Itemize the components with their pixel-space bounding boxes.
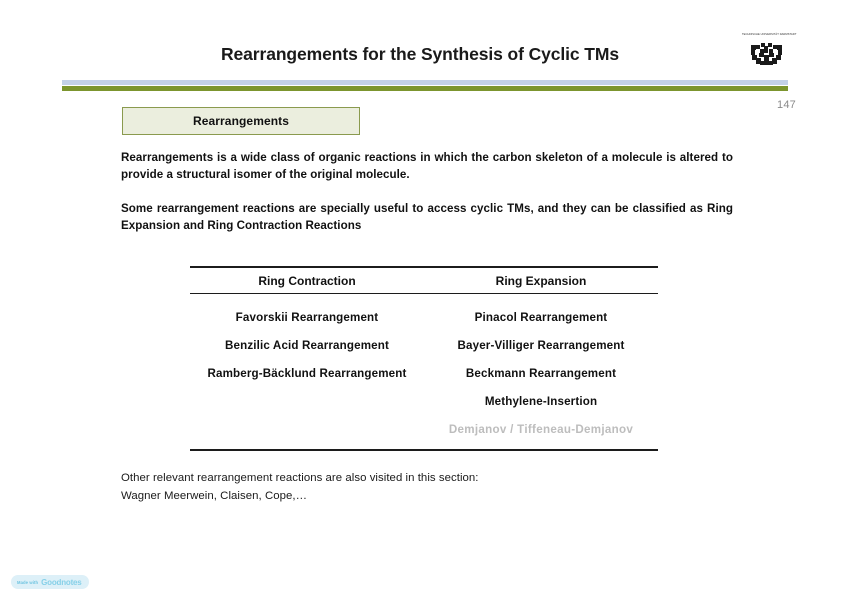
- page-title: Rearrangements for the Synthesis of Cycl…: [220, 44, 619, 64]
- table-row: Demjanov / Tiffeneau-Demjanov: [190, 415, 658, 443]
- section-heading-box: Rearrangements: [122, 107, 360, 135]
- page-number: 147: [777, 99, 796, 111]
- footer-note: Other relevant rearrangement reactions a…: [121, 469, 681, 505]
- header-rule-blue: [62, 80, 788, 85]
- logo-caption: TECHNISCHE UNIVERSITÄT DARMSTADT: [742, 33, 797, 36]
- cell-ring-expansion: Methylene-Insertion: [484, 394, 598, 408]
- cell-ring-contraction: Favorskii Rearrangement: [235, 310, 379, 324]
- cell-ring-expansion: Demjanov / Tiffeneau-Demjanov: [448, 422, 634, 436]
- footer-note-line-2: Wagner Meerwein, Claisen, Cope,…: [121, 490, 308, 502]
- table-header-row: Ring Contraction Ring Expansion: [190, 268, 658, 293]
- cell-ring-expansion: Bayer-Villiger Rearrangement: [457, 338, 625, 352]
- cell-ring-expansion: Pinacol Rearrangement: [474, 310, 608, 324]
- table-rule-middle: [190, 293, 658, 294]
- cell-ring-contraction: Benzilic Acid Rearrangement: [224, 338, 390, 352]
- tu-darmstadt-logo-icon: [750, 41, 784, 71]
- section-heading-label: Rearrangements: [192, 114, 290, 128]
- watermark-brand-label: Goodnotes: [41, 577, 82, 587]
- paragraph-classification: Some rearrangement reactions are special…: [121, 202, 733, 232]
- footer-note-line-1: Other relevant rearrangement reactions a…: [121, 472, 479, 484]
- table-row: Favorskii Rearrangement Pinacol Rearrang…: [190, 303, 658, 331]
- table-rule-top: [190, 266, 658, 268]
- table-body: Favorskii Rearrangement Pinacol Rearrang…: [190, 294, 658, 449]
- table-row: Methylene-Insertion: [190, 387, 658, 415]
- table-rule-bottom: [190, 449, 658, 451]
- cell-ring-expansion: Beckmann Rearrangement: [465, 366, 617, 380]
- header-rule-green: [62, 86, 788, 91]
- cell-ring-contraction: Ramberg-Bäcklund Rearrangement: [207, 366, 407, 380]
- table-header-ring-expansion: Ring Expansion: [495, 274, 587, 288]
- university-logo: TECHNISCHE UNIVERSITÄT DARMSTADT: [742, 33, 797, 71]
- table-header-ring-contraction: Ring Contraction: [258, 274, 356, 288]
- table-row: Ramberg-Bäcklund Rearrangement Beckmann …: [190, 359, 658, 387]
- goodnotes-watermark: Made with Goodnotes: [11, 575, 89, 589]
- watermark-made-with-label: Made with: [17, 579, 39, 585]
- slide-header: Rearrangements for the Synthesis of Cycl…: [0, 0, 848, 94]
- paragraph-definition: Rearrangements is a wide class of organi…: [121, 151, 733, 181]
- rearrangements-table: Ring Contraction Ring Expansion Favorski…: [190, 266, 658, 451]
- table-row: Benzilic Acid Rearrangement Bayer-Villig…: [190, 331, 658, 359]
